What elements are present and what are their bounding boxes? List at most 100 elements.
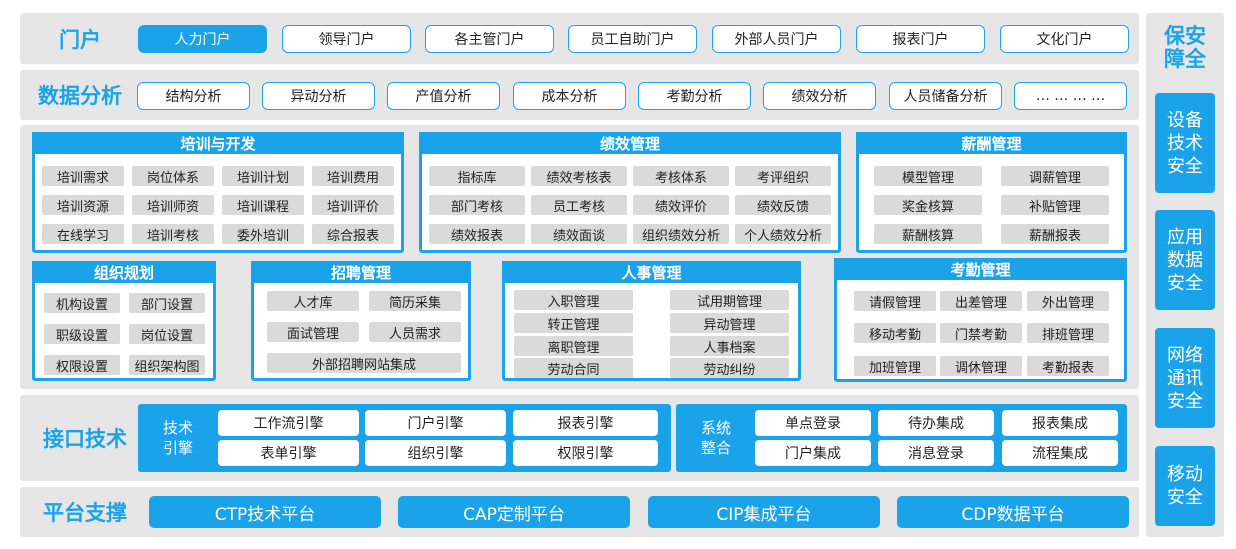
org-item[interactable]: 组织架构图: [129, 355, 205, 375]
analysis-item-change[interactable]: 异动分析: [262, 82, 375, 110]
platform-cip[interactable]: CIP集成平台: [648, 496, 880, 528]
performance-item[interactable]: 考核体系: [633, 166, 729, 186]
engine-item[interactable]: 工作流引擎: [218, 410, 359, 436]
performance-item[interactable]: 组织绩效分析: [633, 224, 729, 244]
integration-item[interactable]: 消息登录: [878, 440, 994, 466]
attendance-item[interactable]: 移动考勤: [854, 323, 936, 343]
personnel-item[interactable]: 人事档案: [670, 336, 789, 356]
training-item[interactable]: 培训费用: [312, 166, 394, 186]
training-item[interactable]: 培训评价: [312, 195, 394, 215]
salary-item[interactable]: 薪酬报表: [1001, 224, 1109, 244]
salary-item[interactable]: 薪酬核算: [874, 224, 982, 244]
training-item[interactable]: 培训资源: [42, 195, 124, 215]
recruit-item[interactable]: 面试管理: [267, 322, 359, 342]
analysis-item-performance[interactable]: 绩效分析: [763, 82, 876, 110]
training-item[interactable]: 在线学习: [42, 224, 124, 244]
training-item[interactable]: 岗位体系: [132, 166, 214, 186]
performance-item[interactable]: 绩效报表: [429, 224, 525, 244]
salary-item[interactable]: 模型管理: [874, 166, 982, 186]
engine-item[interactable]: 权限引擎: [513, 440, 658, 466]
training-item[interactable]: 培训师资: [132, 195, 214, 215]
analysis-item-structure[interactable]: 结构分析: [137, 82, 250, 110]
org-item[interactable]: 职级设置: [44, 324, 120, 344]
training-item[interactable]: 培训课程: [222, 195, 304, 215]
portal-item-hr[interactable]: 人力门户: [138, 25, 267, 53]
org-item[interactable]: 部门设置: [129, 293, 205, 313]
recruit-item[interactable]: 人员需求: [369, 322, 461, 342]
analysis-item-attendance[interactable]: 考勤分析: [638, 82, 751, 110]
performance-item[interactable]: 绩效面谈: [531, 224, 627, 244]
engine-item[interactable]: 门户引擎: [365, 410, 506, 436]
performance-item[interactable]: 绩效评价: [633, 195, 729, 215]
integration-item[interactable]: 单点登录: [755, 410, 871, 436]
engine-item[interactable]: 组织引擎: [365, 440, 506, 466]
attendance-item[interactable]: 加班管理: [854, 356, 936, 376]
personnel-item[interactable]: 劳动纠纷: [670, 358, 789, 378]
attendance-item[interactable]: 外出管理: [1027, 291, 1109, 311]
module-salary-title: 薪酬管理: [856, 132, 1127, 154]
analysis-item-output[interactable]: 产值分析: [387, 82, 500, 110]
performance-item[interactable]: 绩效反馈: [735, 195, 831, 215]
training-item[interactable]: 综合报表: [312, 224, 394, 244]
training-item[interactable]: 培训考核: [132, 224, 214, 244]
platform-cap[interactable]: CAP定制平台: [398, 496, 630, 528]
performance-item[interactable]: 考评组织: [735, 166, 831, 186]
org-item[interactable]: 机构设置: [44, 293, 120, 313]
personnel-item[interactable]: 试用期管理: [670, 290, 789, 310]
recruit-item[interactable]: 人才库: [267, 291, 359, 311]
analysis-item-more[interactable]: … … … …: [1014, 82, 1127, 110]
security-device[interactable]: 设备 技术 安全: [1155, 93, 1215, 193]
integration-item[interactable]: 流程集成: [1002, 440, 1118, 466]
portal-item-leader[interactable]: 领导门户: [282, 25, 411, 53]
attendance-item[interactable]: 请假管理: [854, 291, 936, 311]
attendance-item[interactable]: 排班管理: [1027, 323, 1109, 343]
integration-item[interactable]: 待办集成: [878, 410, 994, 436]
security-mobile[interactable]: 移动 安全: [1155, 446, 1215, 526]
performance-item[interactable]: 个人绩效分析: [735, 224, 831, 244]
org-item[interactable]: 岗位设置: [129, 324, 205, 344]
training-item[interactable]: 培训计划: [222, 166, 304, 186]
performance-item[interactable]: 指标库: [429, 166, 525, 186]
portal-item-manager[interactable]: 各主管门户: [425, 25, 554, 53]
engine-item[interactable]: 表单引擎: [218, 440, 359, 466]
security-network[interactable]: 网络 通讯 安全: [1155, 328, 1215, 428]
performance-item[interactable]: 绩效考核表: [531, 166, 627, 186]
personnel-item[interactable]: 劳动合同: [514, 358, 633, 378]
platform-title: 平台支撑: [43, 501, 127, 525]
salary-item[interactable]: 补贴管理: [1001, 195, 1109, 215]
recruit-item[interactable]: 外部招聘网站集成: [267, 353, 461, 373]
portal-item-external[interactable]: 外部人员门户: [712, 25, 841, 53]
analysis-item-cost[interactable]: 成本分析: [513, 82, 626, 110]
integration-item[interactable]: 门户集成: [755, 440, 871, 466]
platform-cdp[interactable]: CDP数据平台: [897, 496, 1129, 528]
security-title-text: 保安 障全: [1164, 24, 1206, 71]
engine-item[interactable]: 报表引擎: [513, 410, 658, 436]
training-item[interactable]: 委外培训: [222, 224, 304, 244]
attendance-item[interactable]: 出差管理: [940, 291, 1022, 311]
platform-band: 平台支撑 CTP技术平台 CAP定制平台 CIP集成平台 CDP数据平台: [20, 487, 1139, 537]
personnel-item[interactable]: 入职管理: [514, 290, 633, 310]
personnel-item[interactable]: 离职管理: [514, 336, 633, 356]
portal-item-report[interactable]: 报表门户: [856, 25, 985, 53]
personnel-item[interactable]: 转正管理: [514, 313, 633, 333]
portal-item-self-service[interactable]: 员工自助门户: [568, 25, 697, 53]
module-training-title: 培训与开发: [32, 132, 404, 154]
integration-item[interactable]: 报表集成: [1002, 410, 1118, 436]
personnel-item[interactable]: 异动管理: [670, 313, 789, 333]
salary-item[interactable]: 调薪管理: [1001, 166, 1109, 186]
org-item[interactable]: 权限设置: [44, 355, 120, 375]
training-item[interactable]: 培训需求: [42, 166, 124, 186]
performance-item[interactable]: 部门考核: [429, 195, 525, 215]
portal-item-culture[interactable]: 文化门户: [1000, 25, 1129, 53]
attendance-item[interactable]: 门禁考勤: [940, 323, 1022, 343]
analysis-item-reserve[interactable]: 人员储备分析: [889, 82, 1002, 110]
salary-item[interactable]: 奖金核算: [874, 195, 982, 215]
platform-ctp[interactable]: CTP技术平台: [149, 496, 381, 528]
module-personnel: 人事管理 入职管理 试用期管理 转正管理 异动管理 离职管理 人事档案 劳动合同…: [502, 261, 801, 381]
performance-item[interactable]: 员工考核: [531, 195, 627, 215]
security-app[interactable]: 应用 数据 安全: [1155, 210, 1215, 310]
attendance-item[interactable]: 考勤报表: [1027, 356, 1109, 376]
recruit-item[interactable]: 简历采集: [369, 291, 461, 311]
attendance-item[interactable]: 调休管理: [940, 356, 1022, 376]
engine-box: 技术 引擎 工作流引擎 门户引擎 报表引擎 表单引擎 组织引擎 权限引擎: [138, 404, 671, 472]
